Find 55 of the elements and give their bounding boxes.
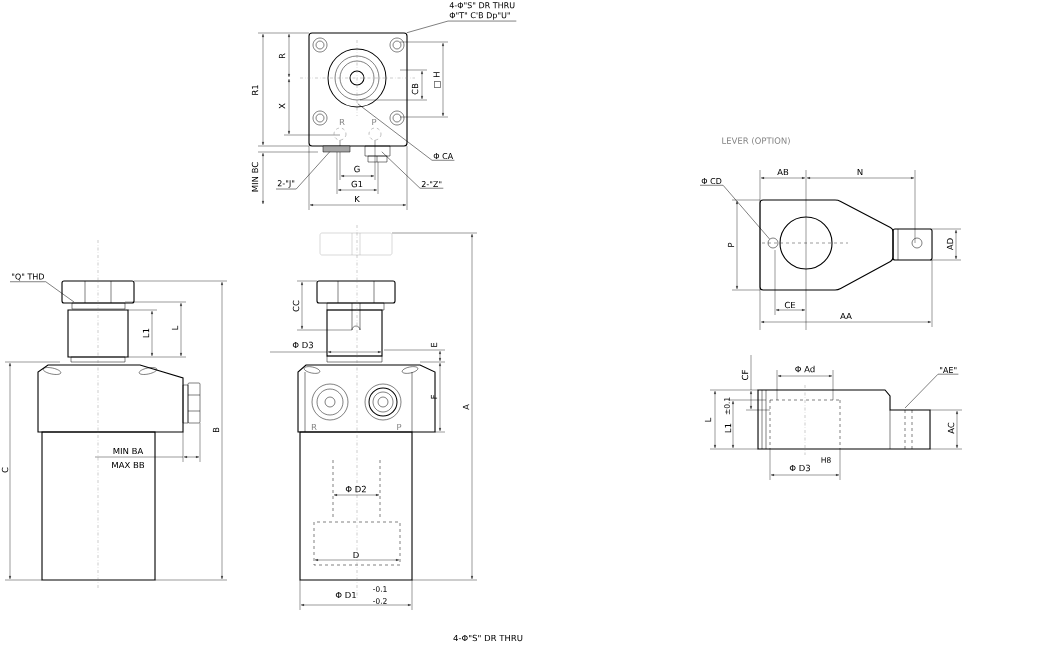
dimension-label: L1 [724,423,732,433]
dimension-label: R [278,53,286,59]
view-title: LEVER (OPTION) [722,137,790,145]
dimension-label: X [278,103,286,109]
leader-line [406,20,517,33]
callout-label: 2-"Z" [421,181,442,187]
dimension-label: B [212,427,220,433]
dimension-label: AB [777,168,789,176]
dimension-label: MIN BC [251,162,259,192]
callout-label: "Q" THD [12,273,45,281]
dimension-label: Φ D2 [345,485,366,493]
leader-line [9,281,75,303]
dimension-label: N [857,168,863,176]
dimension-label: AC [947,422,955,434]
dimension-label: Φ D3 [292,341,313,349]
dimension-label: A [462,404,470,410]
leader-line [357,103,455,161]
dimension-label: D [353,551,359,559]
leader-line [904,373,959,409]
dimension-label: C [1,467,9,473]
dimension-label: L1 [142,328,150,338]
dimension-label: MAX BB [112,461,145,469]
callout-label: Φ CA [433,152,454,160]
dimension-label: □ H [433,72,441,88]
notch-drawing [767,237,779,249]
dimension-label: Φ D1 [335,591,356,599]
callout-label: 4-Φ"S" DR THRU Φ"T" C'B Dp"U" [449,2,515,20]
dimension-label: F [430,395,438,399]
label: R [311,423,317,431]
dimension-label: L [704,417,712,422]
callout-label: Φ CD [701,177,722,185]
dimension-label: MIN BA [113,447,144,455]
dimension-label: AA [840,312,852,320]
callout-label: 2-"J" [277,180,295,188]
label: P [397,423,402,431]
dimension-label: G [354,165,360,173]
label: R [339,118,345,126]
dimension-label: K [355,195,360,203]
dimension-label: CF [741,370,749,380]
dimension-label: L [171,325,179,330]
callout-label: "AE" [940,367,957,373]
dimension-label: Φ D3 [789,464,810,472]
dimension-label: Φ Ad [795,365,815,373]
dimension-label: 4-Φ"S" DR THRU [453,634,523,642]
dimension-label: R1 [251,85,259,95]
dimension-label: P [727,242,735,247]
leader-line [699,185,770,240]
label: P [372,118,377,126]
dimension-label: CE [784,301,796,309]
dimension-label: CC [292,300,300,312]
dimension-label: G1 [351,180,363,188]
leader-line [275,151,330,190]
dimension-label: AD [946,238,954,251]
leader-line [381,151,444,189]
dimension-label: E [430,342,438,347]
